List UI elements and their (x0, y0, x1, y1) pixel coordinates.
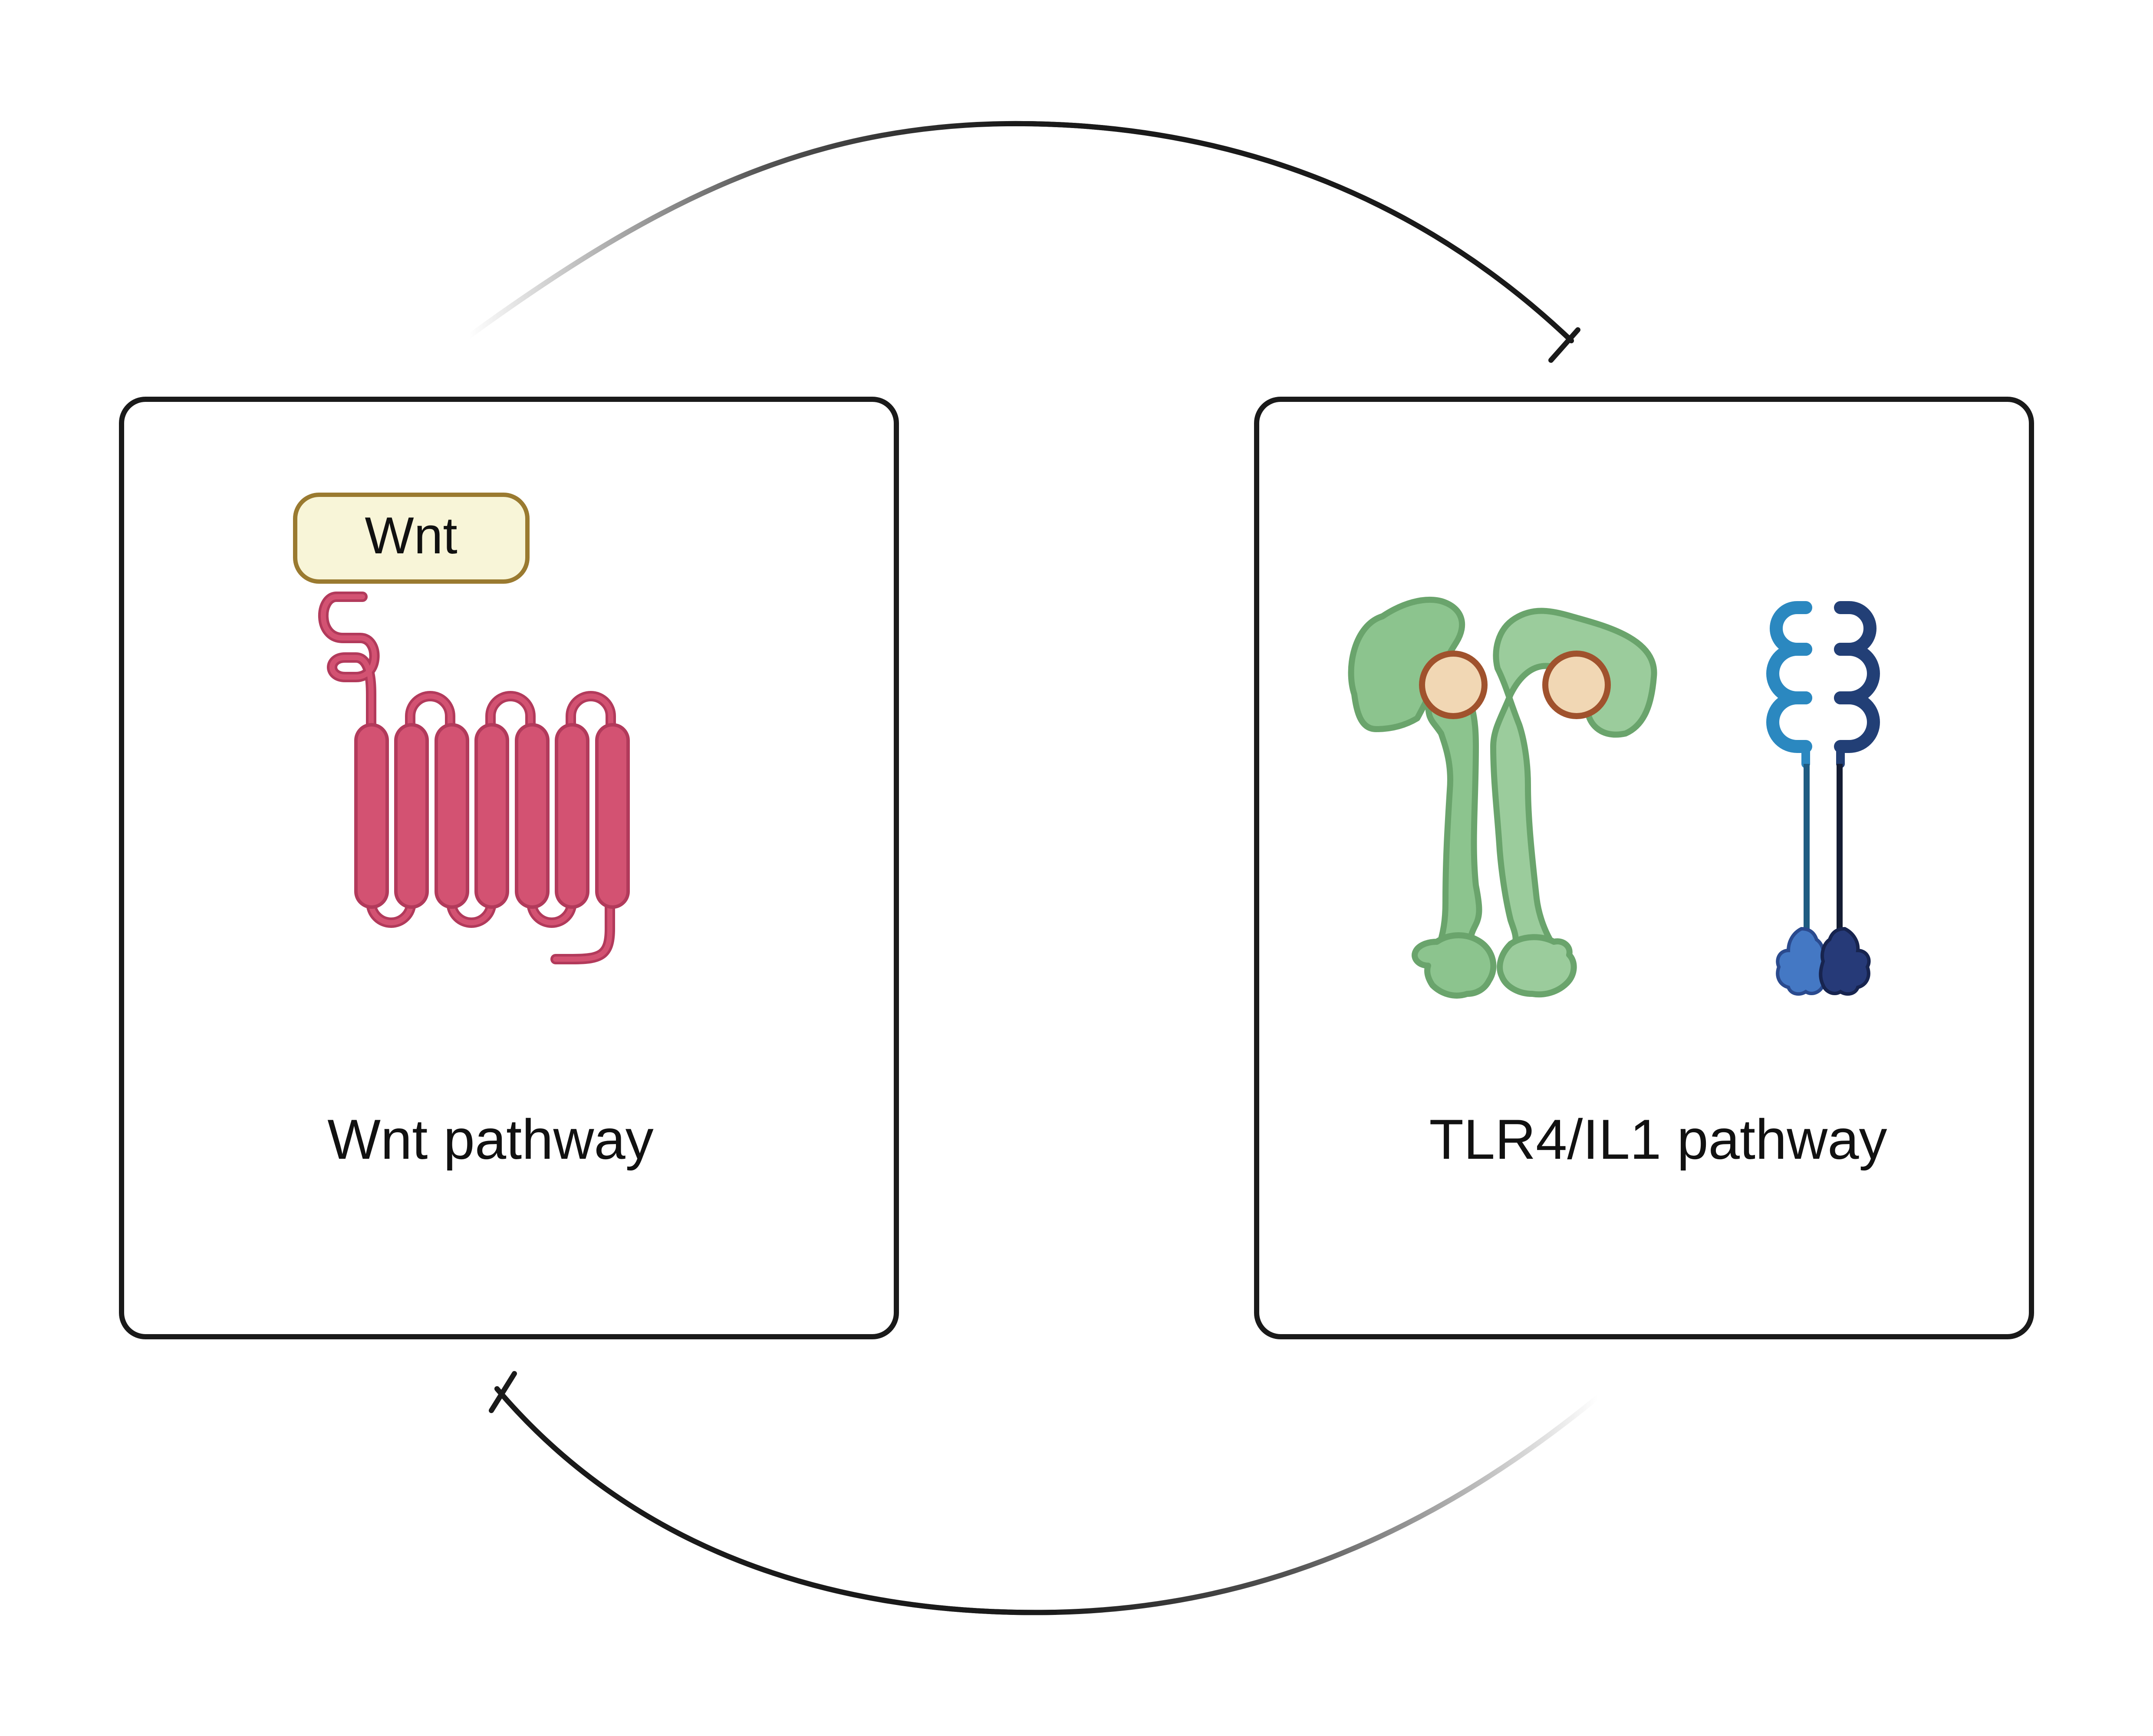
il1-receptor-chain-dark (1834, 601, 1880, 768)
tlr4-monomer-right (1490, 608, 1657, 998)
seven-transmembrane-receptor-icon (318, 592, 630, 964)
wnt-pathway-label: Wnt pathway (327, 1108, 653, 1171)
wnt-ligand-badge: Wnt (293, 493, 530, 584)
tlr4-md2-dimer-icon (1348, 596, 1657, 999)
inhibition-arrow-bottom (489, 1371, 1600, 1615)
inhibition-bar-bottom (489, 1371, 517, 1413)
tir-domain-dark (1819, 927, 1871, 996)
md2-left-icon (1419, 651, 1488, 719)
wnt-pathway-panel: Wnt (119, 397, 899, 1339)
wnt-ligand-label: Wnt (365, 506, 457, 565)
tlr4-il1-pathway-panel: TLR4/IL1 pathway (1254, 397, 2034, 1339)
il1-receptor-icon (1766, 601, 1880, 996)
il1-receptor-chain-light (1766, 601, 1812, 768)
tlr4-il1-pathway-label: TLR4/IL1 pathway (1429, 1108, 1887, 1171)
inhibition-bar-top (1548, 327, 1580, 363)
md2-right-icon (1542, 651, 1611, 719)
inhibition-arrow-top (466, 121, 1580, 363)
tir-domain-light (1776, 927, 1827, 996)
